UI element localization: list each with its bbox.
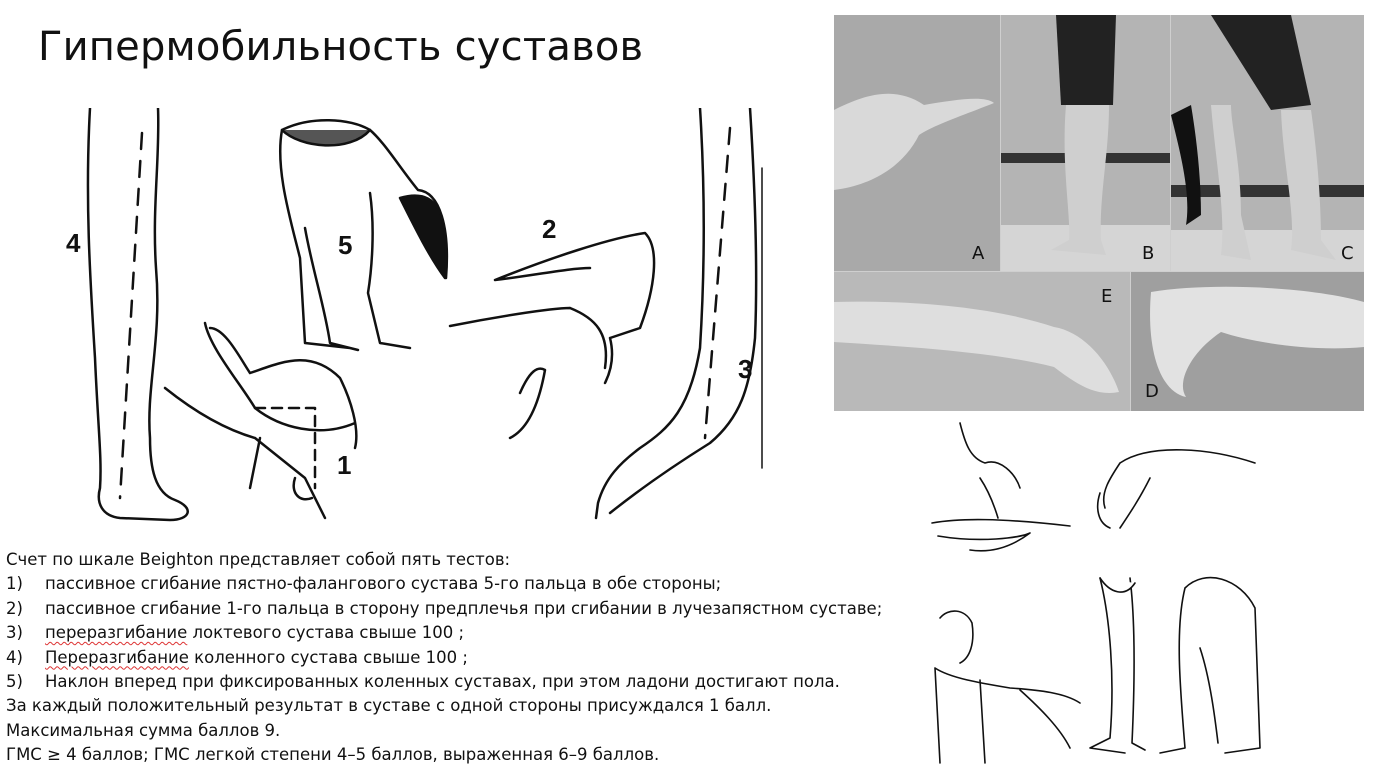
intro-line: Счет по шкале Beighton представляет собо… bbox=[6, 550, 511, 569]
list-text: пассивное сгибание пястно-фалангового су… bbox=[45, 574, 722, 594]
sketch-knee-test bbox=[1089, 577, 1146, 754]
list-text: коленного сустава свыше 100 ; bbox=[188, 647, 468, 667]
leg-outline-left bbox=[86, 108, 189, 522]
max-score-note: Максимальная сумма баллов 9. bbox=[6, 720, 281, 740]
sketch-forward-bend bbox=[1159, 576, 1261, 754]
figure-label-2: 2 bbox=[542, 214, 556, 244]
sketch-thumb-test bbox=[1096, 449, 1256, 529]
photo-b: B bbox=[1001, 15, 1170, 271]
bending-person bbox=[278, 119, 449, 352]
beighton-photo-collage: A B C E D bbox=[834, 15, 1364, 411]
photo-e: E bbox=[834, 272, 1130, 411]
sketch-pinky-test bbox=[931, 422, 1071, 552]
figure-label-3: 3 bbox=[738, 354, 752, 384]
photo-c: C bbox=[1171, 15, 1364, 271]
list-text: Наклон вперед при фиксированных коленных… bbox=[45, 672, 840, 692]
beighton-description: Счет по шкале Beighton представляет собо… bbox=[6, 548, 906, 768]
figure-label-5: 5 bbox=[338, 230, 352, 260]
list-text: локтевого сустава свыше 100 ; bbox=[187, 623, 465, 643]
photo-label-c: C bbox=[1341, 243, 1354, 264]
arm-elbow-test bbox=[594, 108, 758, 520]
list-number: 3) bbox=[6, 623, 23, 643]
list-item: 2) пассивное сгибание 1-го пальца в сторо… bbox=[6, 597, 906, 621]
list-number: 4) bbox=[6, 647, 23, 667]
severity-note: ГМС ≥ 4 баллов; ГМС легкой степени 4–5 б… bbox=[6, 745, 660, 765]
list-text: пассивное сгибание 1-го пальца в сторону… bbox=[45, 598, 883, 618]
list-item: 4) Переразгибание коленного сустава свыше… bbox=[6, 646, 906, 670]
list-number: 2) bbox=[6, 598, 23, 618]
list-number: 5) bbox=[6, 672, 23, 692]
list-item: 5) Наклон вперед при фиксированных коленн… bbox=[6, 670, 906, 694]
list-number: 1) bbox=[6, 574, 23, 594]
scoring-note: За каждый положительный результат в суст… bbox=[6, 696, 772, 716]
photo-d: D bbox=[1131, 272, 1364, 411]
spellcheck-word: переразгибание bbox=[45, 623, 188, 643]
leg-dashed-axis bbox=[118, 131, 144, 500]
spellcheck-word: Переразгибание bbox=[45, 647, 189, 667]
list-item: 1) пассивное сгибание пястно-фалангового … bbox=[6, 572, 906, 596]
photo-label-e: E bbox=[1101, 286, 1113, 307]
photo-label-b: B bbox=[1142, 243, 1155, 264]
photo-label-d: D bbox=[1145, 381, 1159, 402]
figure-label-1: 1 bbox=[337, 450, 351, 480]
list-item: 3) переразгибание локтевого сустава свыше… bbox=[6, 621, 906, 645]
hand-thumb-test bbox=[448, 231, 656, 440]
photo-label-a: A bbox=[972, 243, 985, 264]
hand-finger-test bbox=[163, 321, 358, 520]
beighton-line-drawing: 4 5 2 1 3 bbox=[50, 108, 765, 528]
figure-label-4: 4 bbox=[66, 228, 81, 258]
photo-a: A bbox=[834, 15, 1000, 271]
sketch-elbow-test bbox=[934, 610, 1081, 764]
slide-title: Гипермобильность суставов bbox=[38, 24, 644, 70]
beighton-sketch-illustration bbox=[920, 418, 1265, 770]
